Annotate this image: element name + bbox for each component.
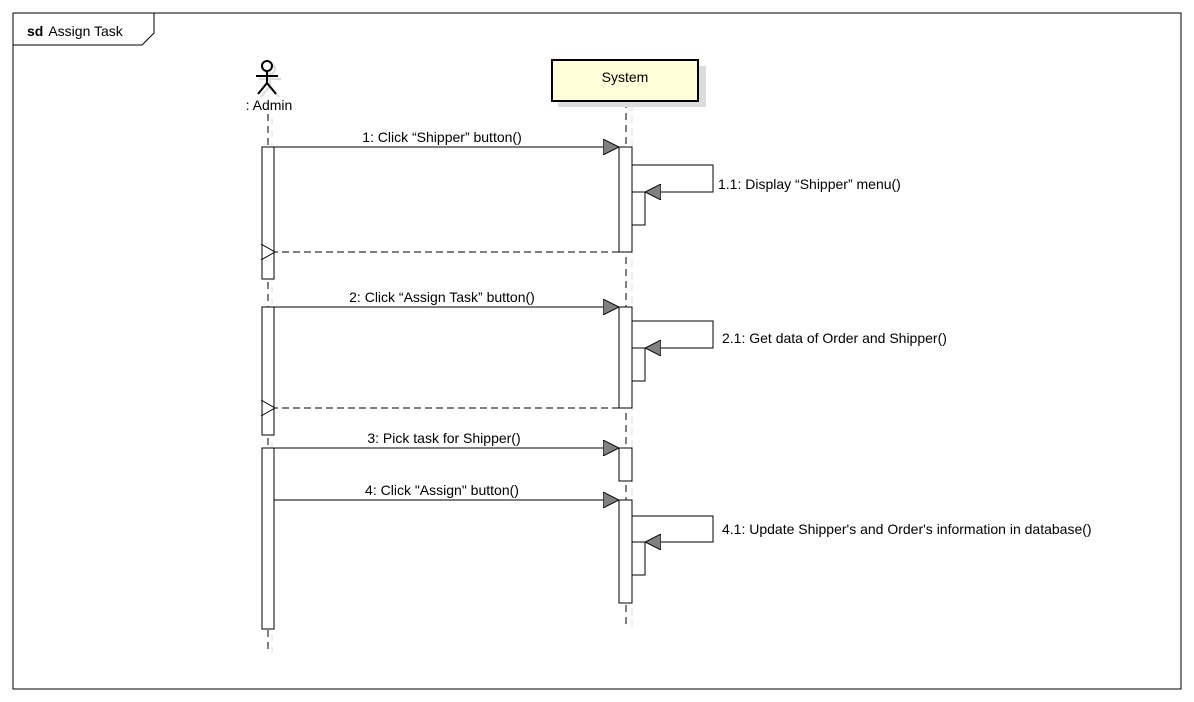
admin-activation-1	[261, 146, 275, 280]
system-activation-2	[618, 306, 633, 409]
system-object-box	[551, 59, 699, 102]
message-4-1-label: 4.1: Update Shipper's and Order's inform…	[722, 521, 1092, 537]
system-activation-3	[618, 447, 633, 482]
admin-label: : Admin	[246, 97, 293, 113]
frame-keyword: sd	[27, 23, 43, 39]
message-2-label: 2: Click “Assign Task” button()	[349, 289, 535, 305]
message-3-label: 3: Pick task for Shipper()	[367, 430, 520, 446]
message-1-label: 1: Click “Shipper” button()	[362, 129, 522, 145]
system-label: System	[602, 69, 649, 85]
message-2-1-arrow	[632, 320, 714, 348]
message-4-1-arrow	[632, 515, 714, 542]
system-nested-activation-2	[631, 347, 646, 382]
admin-activation-2	[261, 306, 275, 436]
system-nested-activation-3	[631, 541, 646, 576]
frame-label: sd Assign Task	[27, 23, 124, 39]
system-activation-1	[618, 146, 633, 253]
message-1-1-label: 1.1: Display “Shipper” menu()	[718, 176, 901, 192]
message-2-1-label: 2.1: Get data of Order and Shipper()	[722, 330, 947, 346]
actor-icon	[256, 60, 278, 95]
system-nested-activation-1	[631, 191, 646, 226]
admin-actor	[256, 60, 281, 98]
sequence-frame	[12, 12, 1182, 690]
frame-title: Assign Task	[48, 23, 123, 39]
message-4-label: 4: Click "Assign" button()	[365, 482, 519, 498]
message-1-1-arrow	[632, 164, 714, 192]
admin-activation-3	[261, 447, 275, 630]
system-activation-4	[618, 499, 633, 604]
frame-tab	[13, 13, 155, 46]
